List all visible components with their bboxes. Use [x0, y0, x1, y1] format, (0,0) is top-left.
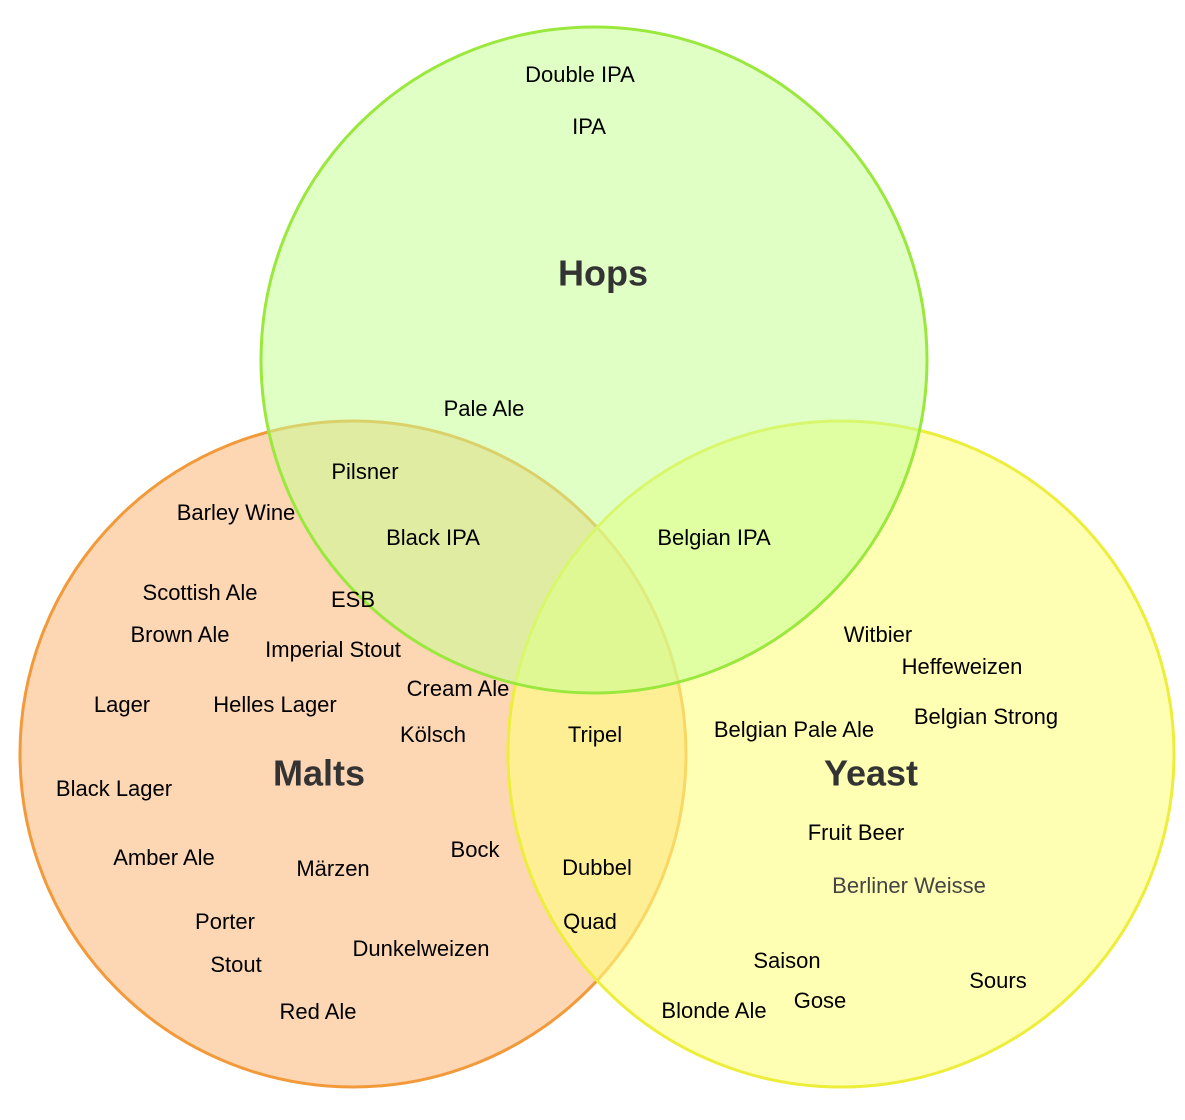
- item-cream-ale: Cream Ale: [407, 676, 510, 701]
- item-marzen: Märzen: [296, 856, 369, 881]
- item-belgian-strong: Belgian Strong: [914, 704, 1058, 729]
- item-stout: Stout: [210, 952, 261, 977]
- item-kolsch: Kölsch: [400, 722, 466, 747]
- malts-label: Malts: [273, 753, 365, 794]
- item-scottish-ale: Scottish Ale: [143, 580, 258, 605]
- item-belgian-pale-ale: Belgian Pale Ale: [714, 717, 874, 742]
- item-ipa: IPA: [572, 114, 606, 139]
- item-dunkelweizen: Dunkelweizen: [353, 936, 490, 961]
- item-imperial-stout: Imperial Stout: [265, 637, 401, 662]
- item-esb: ESB: [331, 587, 375, 612]
- item-black-ipa: Black IPA: [386, 525, 480, 550]
- hops-label: Hops: [558, 253, 648, 294]
- item-barley-wine: Barley Wine: [177, 500, 296, 525]
- item-amber-ale: Amber Ale: [113, 845, 215, 870]
- item-belgian-ipa: Belgian IPA: [657, 525, 771, 550]
- item-pilsner: Pilsner: [331, 459, 398, 484]
- yeast-label: Yeast: [824, 753, 918, 794]
- item-quad: Quad: [563, 909, 617, 934]
- item-sours: Sours: [969, 968, 1026, 993]
- item-red-ale: Red Ale: [279, 999, 356, 1024]
- item-dubbel: Dubbel: [562, 855, 632, 880]
- item-blonde-ale: Blonde Ale: [661, 998, 766, 1023]
- item-heffeweizen: Heffeweizen: [902, 654, 1023, 679]
- item-porter: Porter: [195, 909, 255, 934]
- item-gose: Gose: [794, 988, 847, 1013]
- item-saison: Saison: [753, 948, 820, 973]
- item-berliner-weisse: Berliner Weisse: [832, 873, 986, 898]
- item-witbier: Witbier: [844, 622, 912, 647]
- item-helles-lager: Helles Lager: [213, 692, 337, 717]
- item-lager: Lager: [94, 692, 150, 717]
- hops-circle: [259, 25, 929, 695]
- item-double-ipa: Double IPA: [525, 62, 635, 87]
- item-bock: Bock: [451, 837, 501, 862]
- item-black-lager: Black Lager: [56, 776, 172, 801]
- item-tripel: Tripel: [568, 722, 622, 747]
- item-pale-ale: Pale Ale: [444, 396, 525, 421]
- item-brown-ale: Brown Ale: [130, 622, 229, 647]
- item-fruit-beer: Fruit Beer: [808, 820, 905, 845]
